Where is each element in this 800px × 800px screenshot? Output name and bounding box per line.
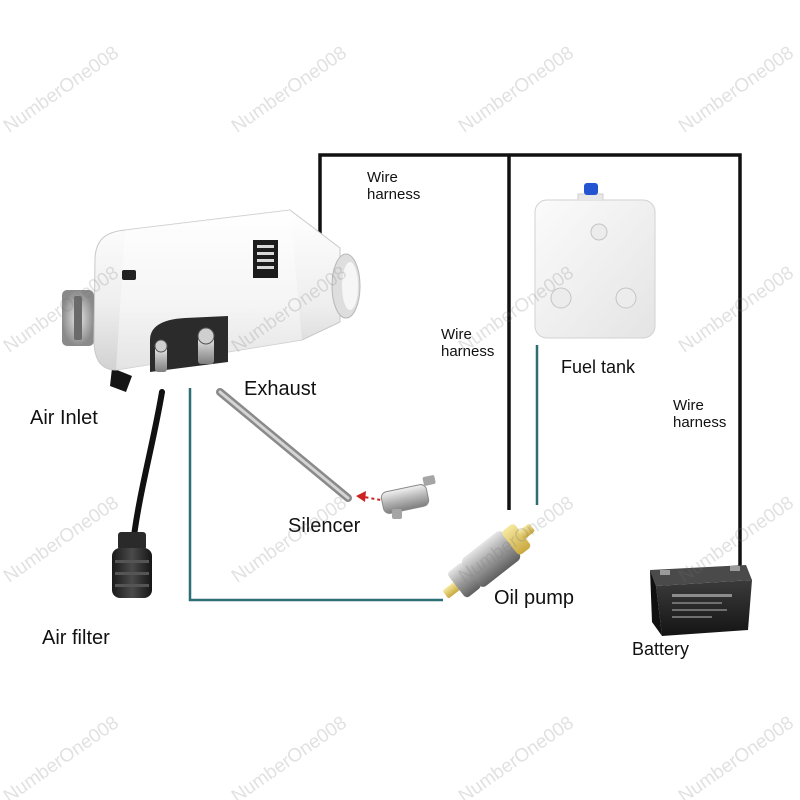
label-fuel-tank: Fuel tank (561, 357, 635, 378)
label-wire-harness-right: Wire harness (673, 397, 726, 432)
heater-unit (62, 210, 360, 392)
label-air-filter: Air filter (42, 627, 110, 650)
fuel-tank (535, 183, 655, 338)
air-inlet-hose (134, 392, 162, 536)
label-wire-harness-middle: Wire harness (441, 326, 494, 361)
exhaust-pipe (220, 392, 348, 498)
label-wire-harness-top: Wire harness (367, 169, 420, 204)
label-silencer: Silencer (288, 515, 360, 538)
air-filter (112, 532, 152, 598)
label-exhaust: Exhaust (244, 378, 316, 401)
label-battery: Battery (632, 639, 689, 660)
label-air-inlet: Air Inlet (30, 407, 98, 430)
battery (650, 565, 752, 636)
label-oil-pump: Oil pump (494, 587, 574, 610)
silencer-part (356, 475, 436, 519)
